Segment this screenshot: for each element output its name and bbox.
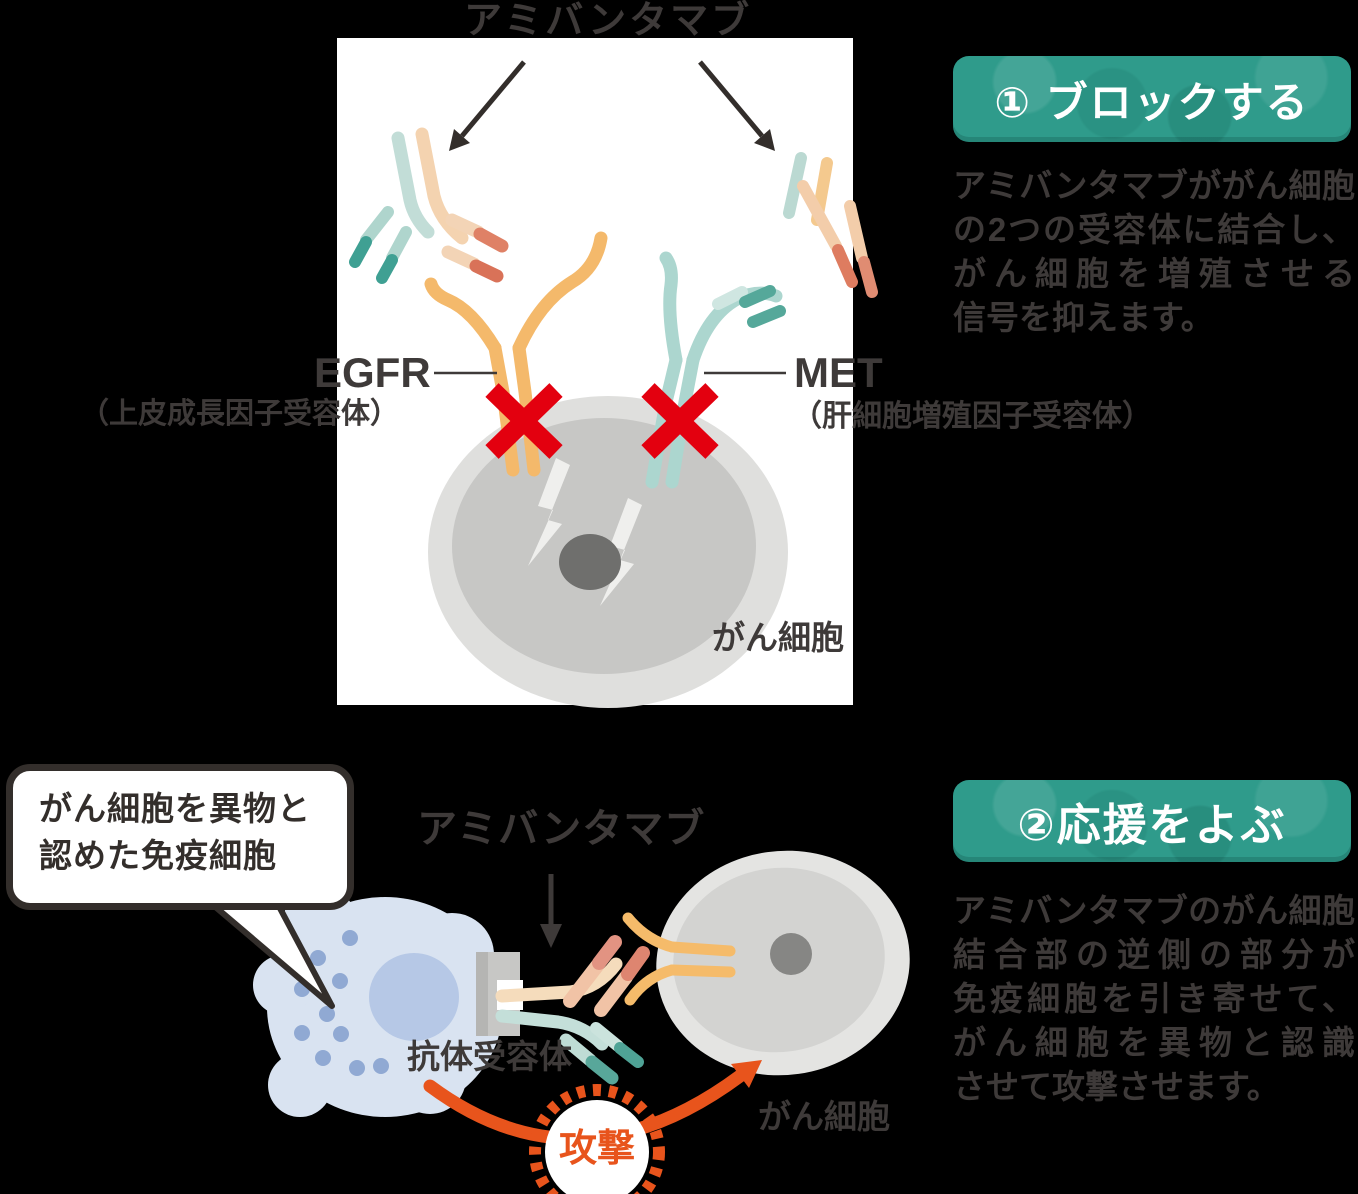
step2-badge: ②応援をよぶ bbox=[953, 780, 1351, 862]
attack-badge bbox=[529, 1084, 665, 1194]
text-line: がん細胞を増殖させる bbox=[953, 255, 1355, 292]
cancer-cell-label-top: がん細胞 bbox=[712, 619, 844, 656]
step2-description: アミバンタマブのがん細胞結合部の逆側の部分が免疫細胞を引き寄せて、がん細胞を異物… bbox=[953, 889, 1355, 1109]
cell-nucleus bbox=[559, 534, 621, 590]
text-line: の2つの受容体に結合し、 bbox=[953, 211, 1355, 248]
cancer-cell-top-shape bbox=[428, 396, 788, 708]
arrow-left-icon bbox=[449, 60, 526, 151]
met-label: MET bbox=[794, 349, 883, 396]
step1-badge-label: ① ブロックする bbox=[994, 78, 1310, 126]
text-line: 免疫細胞を引き寄せて、 bbox=[953, 980, 1355, 1017]
text-line: させて攻撃させます。 bbox=[953, 1068, 1280, 1105]
egfr-label: EGFR bbox=[314, 349, 431, 396]
step2-badge-label: ②応援をよぶ bbox=[1017, 801, 1287, 850]
immune-cell-granules bbox=[294, 930, 389, 1076]
cancer-cell-bottom-shape bbox=[656, 850, 910, 1076]
down-arrow-icon bbox=[540, 874, 562, 948]
cell-nucleus bbox=[770, 933, 812, 975]
antibody-receptor-label: 抗体受容体 bbox=[407, 1038, 572, 1075]
blocked-x-left-icon bbox=[485, 383, 563, 459]
attack-label: 攻撃 bbox=[558, 1128, 635, 1170]
step1-badge: ① ブロックする bbox=[953, 56, 1351, 142]
amivantamab-antibody-bottom bbox=[495, 935, 650, 1085]
arrow-right-icon bbox=[698, 60, 775, 151]
drug-title-bottom: アミバンタマブ bbox=[417, 807, 706, 851]
text-line: がん細胞を異物と bbox=[39, 790, 311, 827]
lightning-bolt-icon bbox=[600, 498, 642, 606]
text-line: がん細胞を異物と認識 bbox=[953, 1024, 1355, 1061]
text-line: アミバンタマブのがん細胞 bbox=[953, 892, 1355, 929]
drug-title-top: アミバンタマブ bbox=[464, 0, 753, 42]
text-line: 信号を抑えます。 bbox=[953, 299, 1214, 336]
lightning-bolt-icon bbox=[528, 458, 570, 566]
blocked-x-right-icon bbox=[641, 383, 719, 459]
text-line: アミバンタマブががん細胞 bbox=[953, 167, 1355, 204]
immune-cell-shape bbox=[253, 887, 503, 1117]
text-line: 結合部の逆側の部分が bbox=[953, 936, 1355, 973]
immune-cell-nucleus bbox=[369, 953, 459, 1041]
step1-description: アミバンタマブががん細胞の2つの受容体に結合し、がん細胞を増殖させる信号を抑えま… bbox=[953, 164, 1355, 340]
met-full-label: （肝細胞増殖因子受容体） bbox=[792, 400, 1152, 433]
cancer-cell-label-bottom: がん細胞 bbox=[758, 1098, 890, 1135]
egfr-full-label: （上皮成長因子受容体） bbox=[80, 398, 400, 430]
antibody-floating-left bbox=[349, 127, 509, 284]
speech-bubble: がん細胞を異物と認めた免疫細胞 bbox=[6, 764, 354, 910]
bound-antibody-orange bbox=[622, 912, 736, 1006]
text-line: 認めた免疫細胞 bbox=[39, 837, 277, 874]
antibody-floating-right bbox=[783, 152, 878, 298]
